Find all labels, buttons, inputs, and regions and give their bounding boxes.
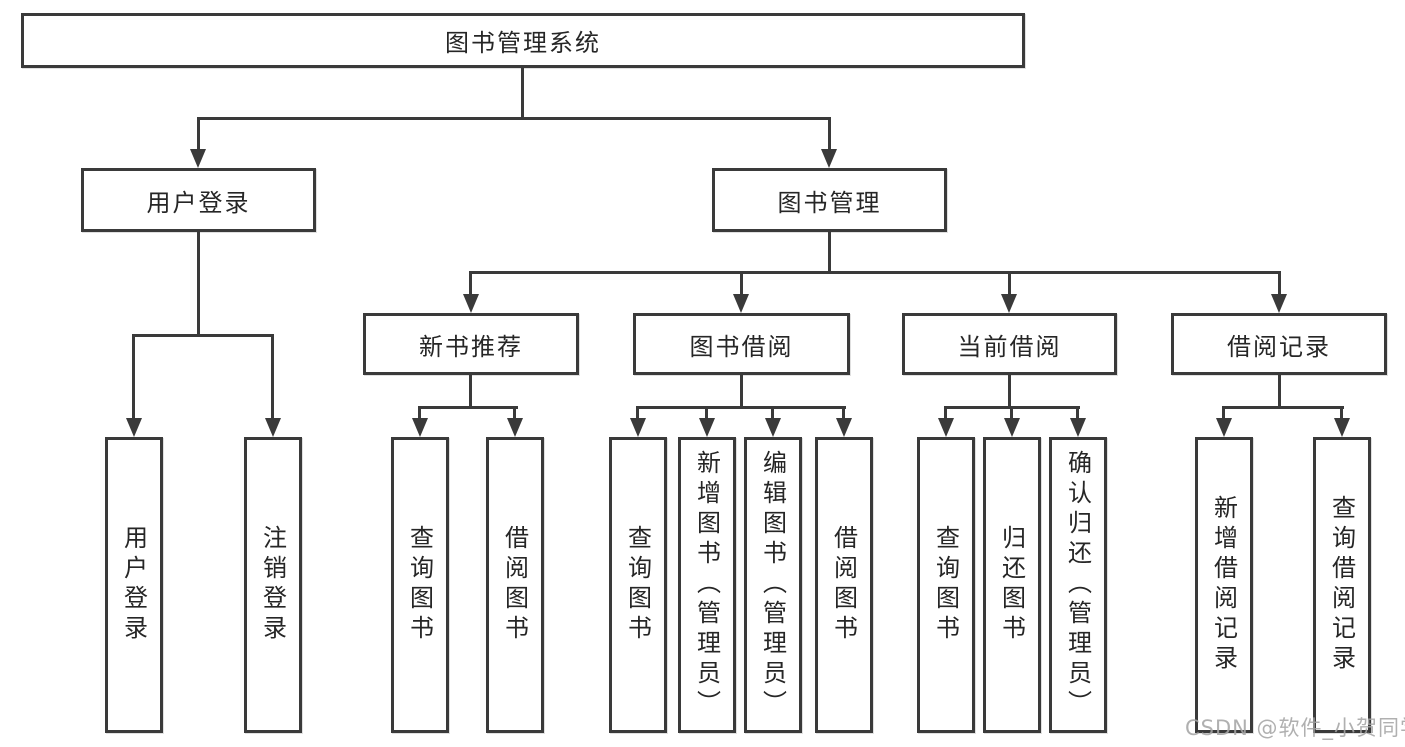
connector-line <box>469 375 472 409</box>
leaf-borrow-add: 新增图书（管理员） <box>678 437 736 733</box>
arrow-down-icon <box>938 418 954 437</box>
connector-line <box>1008 271 1011 299</box>
arrow-down-icon <box>126 418 142 437</box>
connector-line <box>197 232 200 337</box>
connector-line <box>521 68 524 120</box>
node-book-borrow-label: 图书借阅 <box>689 332 794 361</box>
leaf-borrow-borrow: 借阅图书 <box>815 437 873 733</box>
connector-line <box>1278 271 1281 299</box>
node-current-borrow: 当前借阅 <box>902 313 1117 375</box>
node-user-login: 用户登录 <box>81 168 316 232</box>
leaf-newbooks-query-label: 查询图书 <box>405 525 434 645</box>
leaf-newbooks-borrow: 借阅图书 <box>486 437 544 733</box>
connector-line <box>469 271 1281 274</box>
arrow-down-icon <box>1334 418 1350 437</box>
connector-line <box>418 406 518 409</box>
node-borrow-records: 借阅记录 <box>1171 313 1387 375</box>
leaf-current-confirm-label: 确认归还（管理员） <box>1063 450 1092 720</box>
leaf-borrow-edit: 编辑图书（管理员） <box>744 437 802 733</box>
leaf-records-query-label: 查询借阅记录 <box>1327 495 1356 675</box>
arrow-down-icon <box>190 149 206 168</box>
connector-line <box>771 406 774 421</box>
connector-line <box>1222 406 1344 409</box>
arrow-down-icon <box>1216 418 1232 437</box>
connector-line <box>944 406 947 421</box>
connector-line <box>469 271 472 299</box>
connector-line <box>1008 375 1011 409</box>
connector-line <box>828 232 831 274</box>
connector-line <box>636 406 639 421</box>
leaf-records-add: 新增借阅记录 <box>1195 437 1253 733</box>
node-book-borrow: 图书借阅 <box>633 313 850 375</box>
arrow-down-icon <box>699 418 715 437</box>
leaf-borrow-query-label: 查询图书 <box>623 525 652 645</box>
arrow-down-icon <box>412 418 428 437</box>
connector-line <box>1340 406 1343 421</box>
connector-line <box>1076 406 1079 421</box>
node-book-mgmt: 图书管理 <box>712 168 947 232</box>
leaf-current-return-label: 归还图书 <box>997 525 1026 645</box>
leaf-records-add-label: 新增借阅记录 <box>1209 495 1238 675</box>
arrow-down-icon <box>265 418 281 437</box>
connector-line <box>828 117 831 155</box>
leaf-newbooks-borrow-label: 借阅图书 <box>500 525 529 645</box>
leaf-borrow-edit-label: 编辑图书（管理员） <box>758 450 787 720</box>
leaf-borrow-add-label: 新增图书（管理员） <box>692 450 721 720</box>
arrow-down-icon <box>733 294 749 313</box>
connector-line <box>842 406 845 421</box>
node-borrow-records-label: 借阅记录 <box>1227 332 1331 361</box>
node-user-login-label: 用户登录 <box>146 188 251 217</box>
arrow-down-icon <box>463 294 479 313</box>
connector-line <box>705 406 708 421</box>
node-current-borrow-label: 当前借阅 <box>957 332 1062 361</box>
leaf-records-query: 查询借阅记录 <box>1313 437 1371 733</box>
connector-line <box>132 334 135 422</box>
connector-line <box>197 117 831 120</box>
connector-line <box>132 334 274 337</box>
leaf-logout: 注销登录 <box>244 437 302 733</box>
connector-line <box>740 375 743 409</box>
arrow-down-icon <box>507 418 523 437</box>
node-new-books: 新书推荐 <box>363 313 579 375</box>
arrow-down-icon <box>1070 418 1086 437</box>
node-new-books-label: 新书推荐 <box>419 332 523 361</box>
leaf-current-query-label: 查询图书 <box>931 525 960 645</box>
leaf-borrow-query: 查询图书 <box>609 437 667 733</box>
connector-line <box>740 271 743 299</box>
leaf-current-query: 查询图书 <box>917 437 975 733</box>
connector-line <box>271 334 274 422</box>
leaf-current-return: 归还图书 <box>983 437 1041 733</box>
arrow-down-icon <box>1004 418 1020 437</box>
csdn-watermark: CSDN @软件_小贺同学 <box>1185 716 1405 740</box>
connector-line <box>197 117 200 155</box>
arrow-down-icon <box>836 418 852 437</box>
arrow-down-icon <box>630 418 646 437</box>
leaf-user-login: 用户登录 <box>105 437 163 733</box>
arrow-down-icon <box>1271 294 1287 313</box>
node-book-mgmt-label: 图书管理 <box>777 188 882 217</box>
connector-line <box>418 406 421 421</box>
connector-line <box>513 406 516 421</box>
leaf-current-confirm: 确认归还（管理员） <box>1049 437 1107 733</box>
leaf-logout-label: 注销登录 <box>258 525 287 645</box>
arrow-down-icon <box>765 418 781 437</box>
connector-line <box>1010 406 1013 421</box>
connector-line <box>1222 406 1225 421</box>
connector-line <box>1278 375 1281 409</box>
leaf-newbooks-query: 查询图书 <box>391 437 449 733</box>
node-root-label: 图书管理系统 <box>445 29 601 57</box>
connector-line <box>636 406 846 409</box>
node-root: 图书管理系统 <box>21 13 1025 68</box>
leaf-borrow-borrow-label: 借阅图书 <box>829 525 858 645</box>
arrow-down-icon <box>821 149 837 168</box>
arrow-down-icon <box>1001 294 1017 313</box>
leaf-user-login-label: 用户登录 <box>119 525 148 645</box>
